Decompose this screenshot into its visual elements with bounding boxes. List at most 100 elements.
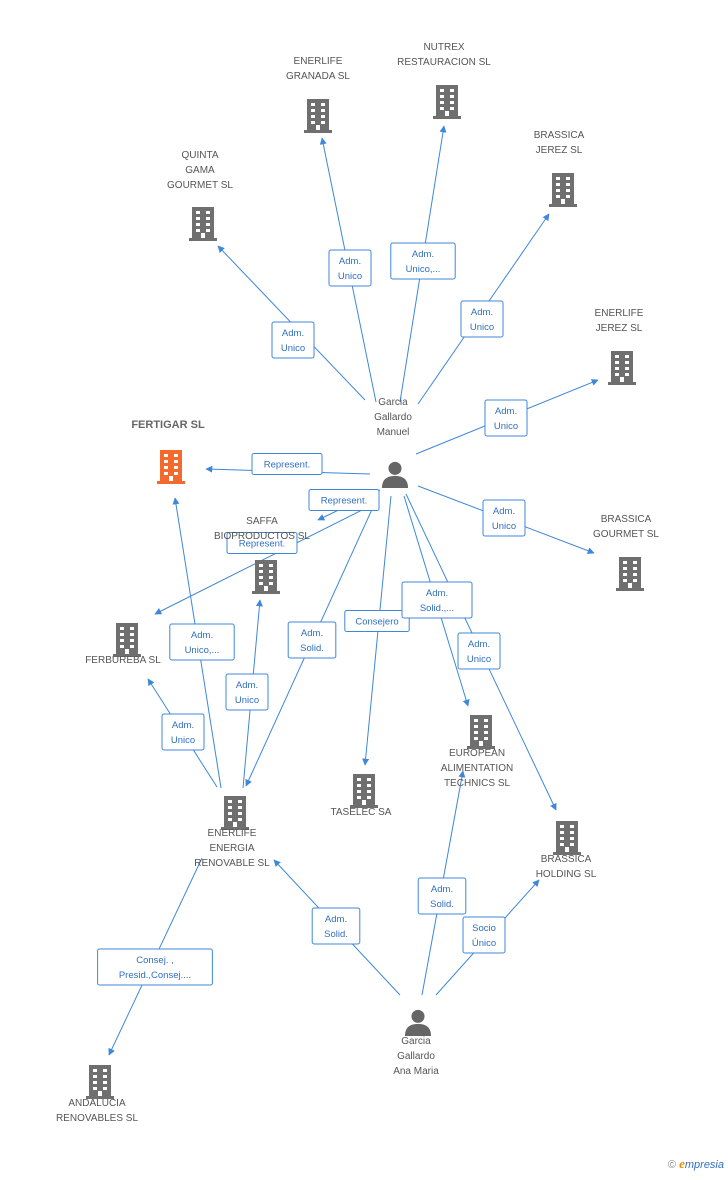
company-node-taselec[interactable]: TASELEC SA: [331, 774, 392, 818]
company-name: ENERLIFE: [208, 828, 257, 839]
relation-label-text: Adm.: [495, 406, 517, 417]
copyright-symbol: ©: [667, 1159, 677, 1171]
person-icon: [381, 461, 409, 488]
relation-label-manuel-brassica_gourmet[interactable]: Adm.Unico: [482, 499, 526, 537]
building-icon: [608, 351, 636, 385]
relation-label-text: Unico: [338, 271, 362, 282]
company-name: BRASSICA: [601, 514, 652, 525]
relation-label-text: Unico: [235, 695, 259, 706]
relation-label-ana-european[interactable]: Adm.Solid.: [417, 877, 467, 915]
relation-label-manuel-nutrex[interactable]: Adm. Unico,...: [390, 242, 456, 280]
relation-label-text: Unico,...: [185, 645, 220, 656]
building-icon: [549, 173, 577, 207]
relation-label-manuel-ferbureba[interactable]: Represent.: [226, 532, 298, 554]
relation-label-enerlife_energia-fertigar[interactable]: Adm. Unico,...: [169, 623, 235, 661]
relation-label-text: Adm.: [493, 506, 515, 517]
relation-label-manuel-fertigar[interactable]: Represent.: [251, 453, 323, 475]
relation-label-text: Solid.: [430, 899, 454, 910]
relation-label-text: Adm.: [339, 256, 361, 267]
company-name: ALIMENTATION: [441, 763, 513, 774]
brand-logo-initial: e: [679, 1156, 685, 1171]
company-name: BRASSICA: [534, 130, 585, 141]
relation-label-manuel-enerlife_energia[interactable]: Adm.Solid.: [287, 621, 337, 659]
relation-label-box: [344, 610, 410, 632]
relation-label-manuel-quinta[interactable]: Adm. Unico: [271, 321, 315, 359]
relation-label-box: [417, 877, 467, 915]
company-name: RENOVABLE SL: [194, 858, 270, 869]
company-node-brassica_jerez[interactable]: BRASSICA JEREZ SL: [534, 130, 585, 207]
relation-label-box: [311, 907, 361, 945]
relation-label-text: Adm.: [282, 328, 304, 339]
relation-label-text: Adm.: [426, 588, 448, 599]
relation-label-text: Unico: [494, 421, 518, 432]
relation-label-manuel-saffa[interactable]: Represent.: [308, 489, 380, 511]
relation-label-enerlife_energia-saffa[interactable]: Adm. Unico: [225, 673, 269, 711]
relation-label-text: Represent.: [264, 460, 310, 471]
company-name: HOLDING SL: [536, 869, 597, 880]
relation-label-text: Unico: [467, 654, 491, 665]
building-icon: [616, 557, 644, 591]
relation-label-text: Consejero: [355, 617, 398, 628]
relation-label-manuel-brassica_jerez[interactable]: Adm.Unico: [460, 300, 504, 338]
company-name: SAFFA: [246, 516, 278, 527]
relation-label-manuel-enerlife_granada[interactable]: Adm. Unico: [328, 249, 372, 287]
relation-label-manuel-european[interactable]: Adm. Solid.,...: [401, 581, 473, 619]
relation-label-box: [271, 321, 315, 359]
relation-label-text: Adm.: [412, 249, 434, 260]
company-node-ferbureba[interactable]: FERBUREBA SL: [85, 623, 161, 666]
relation-label-text: Solid.: [324, 929, 348, 940]
relation-label-text: Solid.: [300, 643, 324, 654]
relation-label-text: Unico: [281, 343, 305, 354]
relation-label-text: Único: [472, 938, 496, 949]
relation-label-enerlife_energia-andalucia[interactable]: Consej. ,Presid.,Consej....: [97, 948, 213, 986]
relation-label-text: Adm.: [236, 680, 258, 691]
relation-label-text: Unico: [171, 735, 195, 746]
building-icon: [221, 796, 249, 830]
relation-label-text: Adm.: [191, 630, 213, 641]
person-name: Gallardo: [374, 412, 412, 423]
company-name: BRASSICA: [541, 854, 592, 865]
relation-label-box: [225, 673, 269, 711]
company-node-fertigar[interactable]: FERTIGAR SL: [131, 419, 205, 484]
relation-label-box: [401, 581, 473, 619]
building-icon: [433, 85, 461, 119]
relation-label-text: Represent.: [239, 539, 285, 550]
relation-label-text: Represent.: [321, 496, 367, 507]
relation-label-text: Solid.,...: [420, 603, 454, 614]
relation-label-text: Adm.: [172, 720, 194, 731]
footer-brand[interactable]: © empresia: [668, 1156, 724, 1172]
company-name: NUTREX: [423, 42, 464, 53]
building-icon: [252, 560, 280, 594]
relation-label-box: [462, 916, 506, 954]
relation-label-text: Consej. ,: [136, 955, 174, 966]
relation-label-box: [169, 623, 235, 661]
relation-label-enerlife_energia-ferbureba[interactable]: Adm. Unico: [161, 713, 205, 751]
building-icon: [350, 774, 378, 808]
relation-label-manuel-brassica_holding[interactable]: Adm.Unico: [457, 632, 501, 670]
company-name: JEREZ SL: [536, 145, 583, 156]
relation-label-text: Unico,...: [406, 264, 441, 275]
building-icon: [553, 821, 581, 855]
relation-label-manuel-taselec[interactable]: Consejero: [344, 610, 410, 632]
relation-label-ana-enerlife_energia[interactable]: Adm.Solid.: [311, 907, 361, 945]
company-name: JEREZ SL: [596, 323, 643, 334]
company-node-brassica_holding[interactable]: BRASSICA HOLDING SL: [536, 821, 597, 880]
company-name: TASELEC SA: [331, 807, 392, 818]
person-name: Manuel: [377, 427, 410, 438]
person-name: Garcia: [378, 397, 408, 408]
company-name: FERTIGAR SL: [131, 419, 205, 431]
relation-label-manuel-enerlife_jerez[interactable]: Adm. Unico: [484, 399, 528, 437]
